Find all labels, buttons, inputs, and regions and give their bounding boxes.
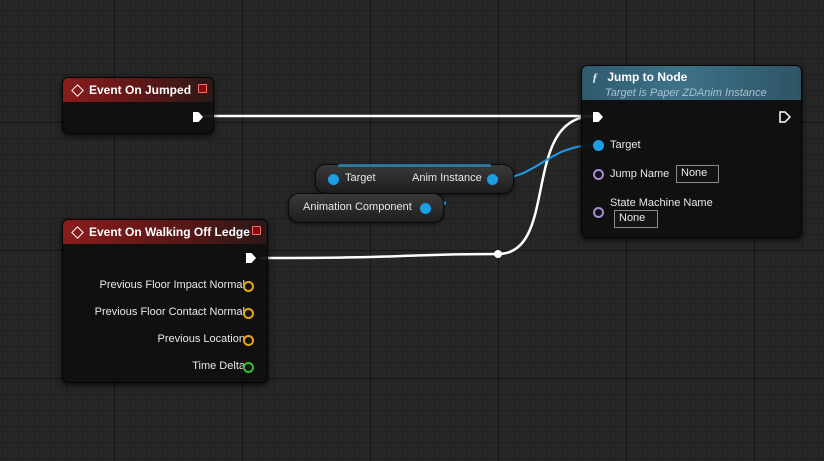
event-diamond-icon (71, 225, 84, 239)
jump-name-label: Jump Name (610, 168, 670, 180)
target-label: Target (345, 172, 376, 184)
jump-name-pin[interactable] (593, 169, 604, 180)
state-machine-name-label: State Machine Name (610, 197, 713, 209)
jump-name-input[interactable]: None (676, 165, 719, 183)
output-time-delta[interactable]: Time Delta (192, 360, 245, 372)
animation-component-output-pin[interactable] (420, 203, 431, 214)
get-anim-instance-node[interactable]: Target Anim Instance (315, 164, 514, 194)
target-label: Target (610, 139, 641, 151)
vector-pin[interactable] (243, 335, 254, 346)
vector-pin[interactable] (243, 308, 254, 319)
state-machine-name-pin[interactable] (593, 207, 604, 218)
event-on-walking-off-ledge-title: Event On Walking Off Ledge (89, 225, 250, 239)
pin-label: Previous Floor Impact Normal (99, 279, 246, 291)
exec-out-pin[interactable] (193, 112, 203, 122)
jump-to-node-node[interactable]: ƒ Jump to Node Target is Paper ZDAnim In… (581, 65, 802, 238)
pure-node-glow (338, 164, 491, 167)
event-on-jumped-title: Event On Jumped (89, 83, 192, 97)
pin-label: Previous Floor Contact Normal (94, 306, 245, 318)
event-on-jumped-header[interactable]: Event On Jumped (63, 78, 213, 102)
event-diamond-icon (71, 83, 84, 97)
function-f-icon: ƒ (592, 70, 598, 84)
exec-out-pin[interactable] (779, 111, 791, 123)
float-pin[interactable] (243, 362, 254, 373)
exec-out-pin[interactable] (246, 253, 256, 263)
output-previous-floor-contact-normal[interactable]: Previous Floor Contact Normal (95, 306, 245, 318)
stop-square-icon (198, 84, 207, 93)
output-previous-floor-impact-normal[interactable]: Previous Floor Impact Normal (100, 279, 246, 291)
jump-to-node-header[interactable]: ƒ Jump to Node Target is Paper ZDAnim In… (582, 66, 801, 100)
jump-to-node-subtitle: Target is Paper ZDAnim Instance (605, 87, 767, 99)
target-input-pin[interactable] (593, 140, 604, 151)
animation-component-label: Animation Component (303, 201, 412, 213)
anim-instance-output-pin[interactable] (487, 174, 498, 185)
output-previous-location[interactable]: Previous Location (158, 333, 245, 345)
animation-component-node[interactable]: Animation Component (288, 193, 444, 223)
event-on-jumped-node[interactable]: Event On Jumped (62, 77, 214, 134)
event-on-walking-off-ledge-header[interactable]: Event On Walking Off Ledge (63, 220, 267, 244)
target-input-pin[interactable] (328, 174, 339, 185)
pin-label: Previous Location (157, 333, 245, 345)
anim-instance-label: Anim Instance (412, 172, 482, 184)
vector-pin[interactable] (243, 281, 254, 292)
exec-in-pin[interactable] (593, 112, 603, 122)
reroute-knot[interactable] (494, 250, 502, 258)
state-machine-name-input[interactable]: None (614, 210, 658, 228)
jump-to-node-title: Jump to Node (607, 70, 688, 84)
event-on-walking-off-ledge-node[interactable]: Event On Walking Off Ledge Previous Floo… (62, 219, 268, 383)
pin-label: Time Delta (192, 360, 245, 372)
stop-square-icon (252, 226, 261, 235)
